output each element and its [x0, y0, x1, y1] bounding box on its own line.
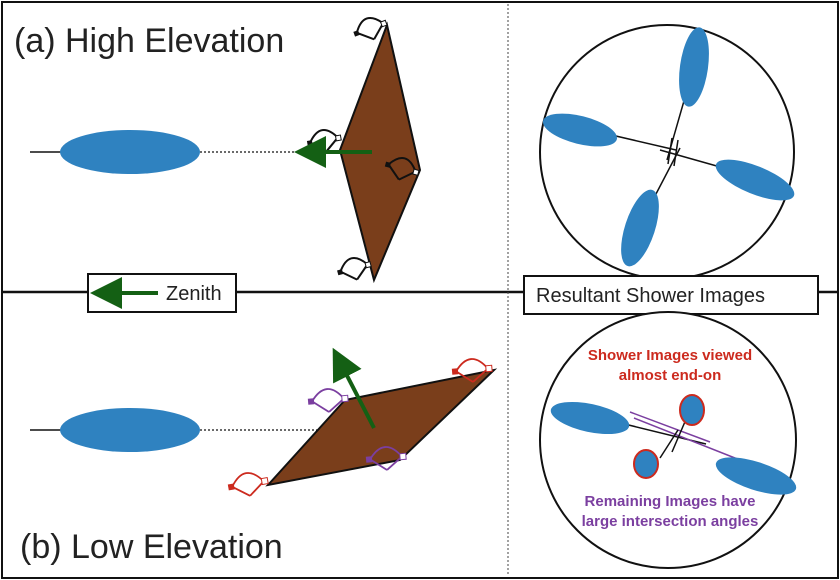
shower-image-top-right: [715, 159, 795, 201]
resultant-label-box: [523, 275, 819, 315]
shower-image-bottom-right: [715, 457, 797, 495]
shower-plane: [338, 21, 422, 284]
zenith-label: Zenith: [166, 283, 222, 305]
resultant-label: Resultant Shower Images: [536, 285, 765, 307]
intersection-mark-2: [673, 139, 679, 167]
camera-view-circle-bottom: [539, 311, 797, 569]
image-axis-bottom-5: [659, 429, 679, 459]
telescope-near-2: [451, 358, 493, 383]
shower-image-end-on-2: [633, 449, 659, 479]
telescope-far-2: [365, 446, 407, 471]
image-axis-bottom-2: [633, 417, 741, 461]
intersection-mark-1: [667, 137, 673, 165]
pointing-arrow-bottom: [332, 347, 376, 429]
telescope-top-4: [337, 257, 372, 281]
shower-ellipse: [60, 130, 200, 174]
telescope-top-1: [353, 17, 388, 41]
shower-image-bottom-left: [550, 401, 630, 435]
panel-title-low-elevation: (b) Low Elevation: [20, 528, 283, 566]
end-on-note-line2: almost end-on: [619, 367, 722, 384]
telescope-near-1: [227, 472, 269, 497]
shower-image-end-on-1: [679, 394, 705, 426]
shower-ellipse-bottom: [60, 408, 200, 452]
image-axis-bottom-3: [629, 411, 711, 443]
end-on-note-line1: Shower Images viewed: [588, 347, 752, 364]
shower-image-top-up: [679, 27, 709, 107]
remaining-note-line2: large intersection angles: [582, 513, 759, 530]
shower-image-top-bottom: [621, 189, 659, 267]
telescope-far-1: [307, 388, 349, 413]
remaining-note-line1: Remaining Images have: [585, 493, 756, 510]
panel-title-high-elevation: (a) High Elevation: [14, 22, 284, 60]
telescope-top-3: [384, 157, 420, 181]
shower-image-top-left: [542, 113, 618, 147]
shower-plane-bottom: [265, 368, 498, 487]
